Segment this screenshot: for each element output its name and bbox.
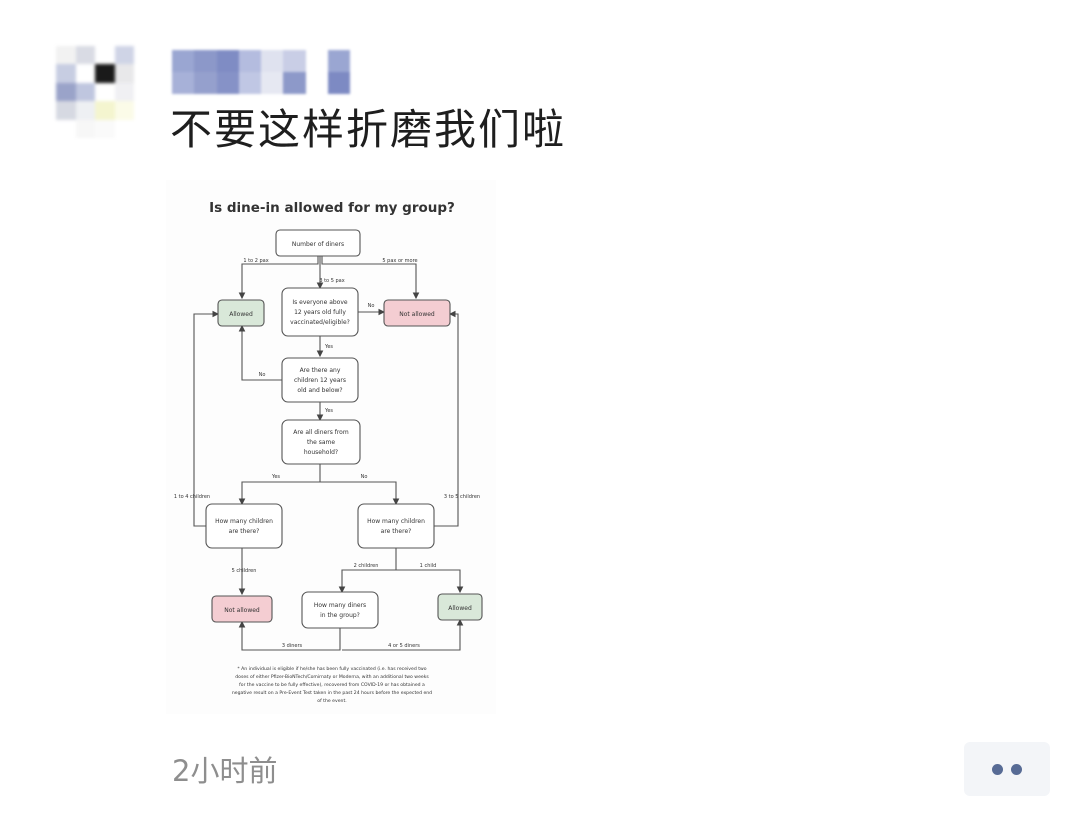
node-household-question [281,419,361,465]
edge-2-children: 2 children [354,563,379,569]
edge-no-vacc: No [368,303,375,309]
edge-no-kids: No [259,372,266,378]
edge-yes-house: Yes [271,474,280,480]
kids-q-line-2: children 12 years [294,377,346,384]
node-kids-count-right [357,503,435,549]
footnote-line-3: for the vaccine to be fully effective), … [239,682,425,688]
edge-1-child: 1 child [420,563,437,569]
edge-3-diners: 3 diners [282,643,303,649]
node-vacc-question [281,287,359,337]
node-not-allowed-bottom [211,595,273,623]
edge-yes-vacc: Yes [324,344,333,350]
avatar[interactable] [56,46,134,138]
node-not-allowed-top-label: Not allowed [399,311,435,318]
kids-count-right-line-1: How many children [367,518,425,525]
house-q-line-2: the same [307,439,335,446]
footnote-line-5: of the event. [317,698,346,704]
house-q-line-3: household? [304,449,338,456]
edge-5-more: 5 pax or more [382,258,417,264]
edge-1-4-children: 1 to 4 children [174,494,210,500]
edge-4-5-diners: 4 or 5 diners [388,643,420,649]
kids-count-left-line-2: are there? [229,528,260,535]
footnote-line-2: doses of either Pfizer-BioNTech/Comirnat… [235,674,429,680]
node-diners-question [301,591,379,629]
node-allowed-bottom [437,593,483,621]
flowchart-svg: Is dine-in allowed for my group? [174,200,483,704]
kids-q-line-1: Are there any [300,367,341,374]
diners-q-line-1: How many diners [314,602,366,609]
vacc-q-line-2: 12 years old fully [294,309,346,316]
username-blurred[interactable] [172,50,350,94]
vacc-q-line-1: Is everyone above [292,299,348,306]
node-allowed-top [217,299,265,327]
node-start-label: Number of diners [292,241,344,248]
footnote-line-1: * An individual is eligible if he/she ha… [237,666,426,672]
node-kids-count-left [205,503,283,549]
edge-3-5-children: 3 to 5 children [444,494,480,500]
more-dots-icon [1011,763,1022,775]
edge-yes-kids: Yes [324,408,333,414]
post-text: 不要这样折磨我们啦 [170,105,567,154]
footnote-line-4: negative result on a Pre-Event Test take… [232,690,432,696]
node-not-allowed-top [383,299,451,327]
node-kids-question [281,357,359,403]
flowchart-title: Is dine-in allowed for my group? [209,200,455,216]
node-start [275,229,361,257]
edge-1-2-pax: 1 to 2 pax [243,258,268,264]
edge-3-5-pax: 3 to 5 pax [319,278,344,284]
post-timestamp: 2小时前 [172,754,278,788]
node-not-allowed-bottom-label: Not allowed [224,607,260,614]
post-image-flowchart[interactable]: Is dine-in allowed for my group? [166,180,496,714]
edge-5-children: 5 children [232,568,257,574]
kids-count-left-line-1: How many children [215,518,273,525]
node-allowed-top-label: Allowed [229,311,253,318]
more-options-button[interactable] [964,742,1050,796]
node-allowed-bottom-label: Allowed [448,605,472,612]
kids-count-right-line-2: are there? [381,528,412,535]
edge-no-house: No [361,474,368,480]
more-dots-icon [992,763,1003,775]
diners-q-line-2: in the group? [320,612,360,619]
kids-q-line-3: old and below? [297,387,342,394]
house-q-line-1: Are all diners from [293,429,349,436]
vacc-q-line-3: vaccinated/eligible? [290,319,350,326]
